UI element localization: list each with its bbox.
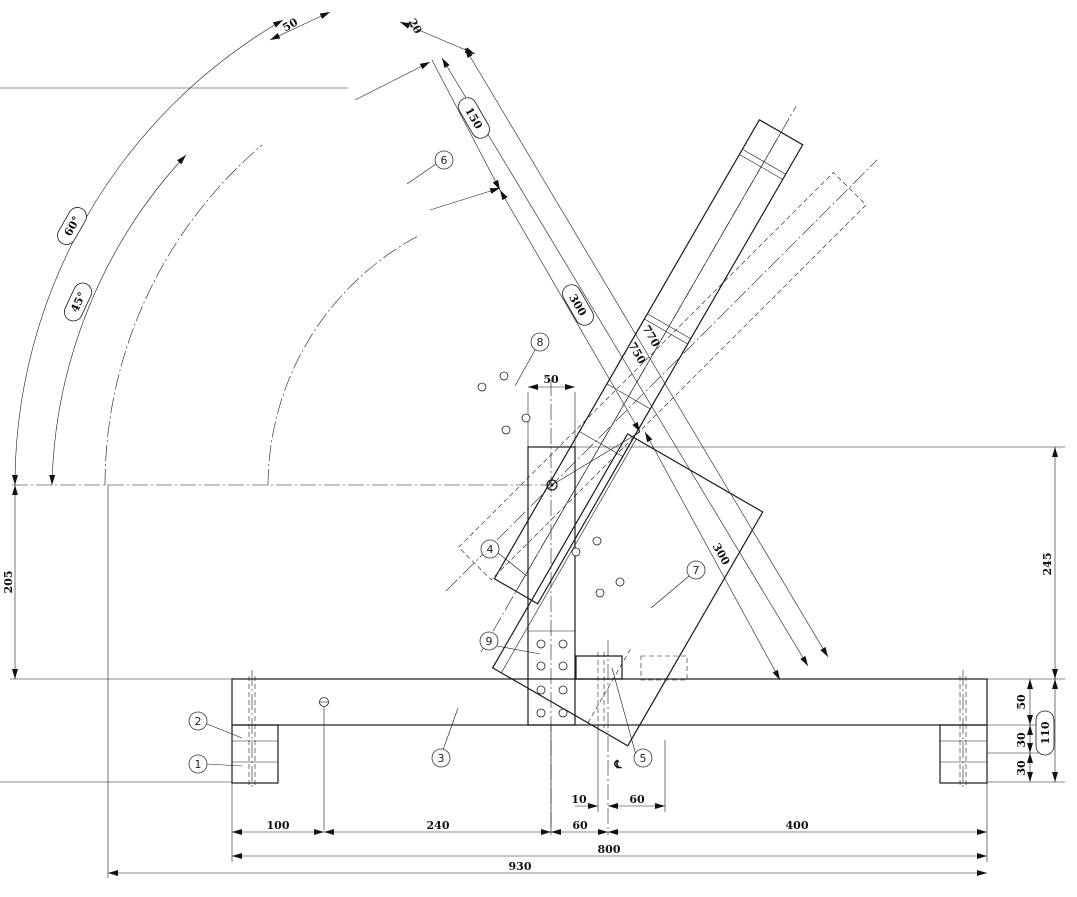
dimension-lines	[10, 11, 1065, 878]
balloon-1: 1	[188, 754, 243, 774]
dim-60deg-pill: 60°	[57, 207, 87, 245]
centerline-symbol: ℄	[613, 758, 622, 771]
dim-400: 400	[786, 819, 809, 832]
svg-text:9: 9	[486, 635, 493, 648]
base-bolt-mark	[319, 697, 329, 830]
balloon-4: 4	[480, 539, 528, 577]
dim-50-mid: 50	[543, 373, 559, 386]
balloon-8: 8	[514, 332, 550, 387]
arm-plate-upper-bolts	[477, 371, 531, 435]
svg-text:110: 110	[1039, 721, 1052, 744]
balloon-7: 7	[650, 560, 706, 609]
arc-inner	[267, 234, 421, 486]
balloon-2: 2	[188, 711, 243, 739]
dim-150-pill: 150	[458, 97, 490, 139]
arc-outer-60	[12, 19, 284, 486]
dim-50-right: 50	[1015, 694, 1028, 710]
arm-plate-lower-bolts	[571, 536, 625, 598]
balloon-9: 9	[479, 631, 541, 655]
arm-45-end-block	[640, 655, 688, 681]
dim-10: 10	[571, 793, 587, 806]
dim-60-low: 60	[629, 793, 645, 806]
balloon-5: 5	[611, 667, 653, 768]
svg-text:3: 3	[438, 752, 445, 765]
vertical-post	[527, 380, 576, 835]
dim-50-top: 50	[280, 15, 300, 34]
svg-text:5: 5	[640, 752, 647, 765]
dim-30-b: 30	[1015, 760, 1028, 776]
svg-text:2: 2	[195, 715, 202, 728]
dim-205: 205	[2, 571, 15, 594]
balloon-3: 3	[431, 707, 459, 768]
svg-text:7: 7	[693, 564, 700, 577]
dim-930: 930	[509, 860, 532, 873]
right-foot	[939, 670, 988, 790]
arc-mid	[104, 144, 263, 486]
dim-300-lower: 300	[710, 541, 733, 568]
dim-240: 240	[427, 819, 450, 832]
dim-20-top: 20	[406, 16, 425, 36]
dim-30-a: 30	[1015, 732, 1028, 748]
dim-300-upper-pill: 300	[562, 284, 594, 326]
dim-110-pill: 110	[1035, 710, 1055, 756]
balloon-6: 6	[406, 150, 454, 185]
dim-45deg-pill: 45°	[63, 282, 93, 322]
arc-45	[49, 154, 187, 486]
svg-text:1: 1	[195, 758, 202, 771]
dim-770: 770	[640, 323, 663, 350]
dim-750: 750	[626, 340, 649, 367]
svg-text:6: 6	[441, 154, 448, 167]
left-foot	[231, 670, 279, 790]
dim-100: 100	[267, 819, 290, 832]
dim-800: 800	[598, 843, 621, 856]
svg-text:4: 4	[487, 543, 494, 556]
svg-text:8: 8	[537, 336, 544, 349]
dim-245: 245	[1041, 553, 1054, 576]
dim-60-bottom: 60	[572, 819, 588, 832]
